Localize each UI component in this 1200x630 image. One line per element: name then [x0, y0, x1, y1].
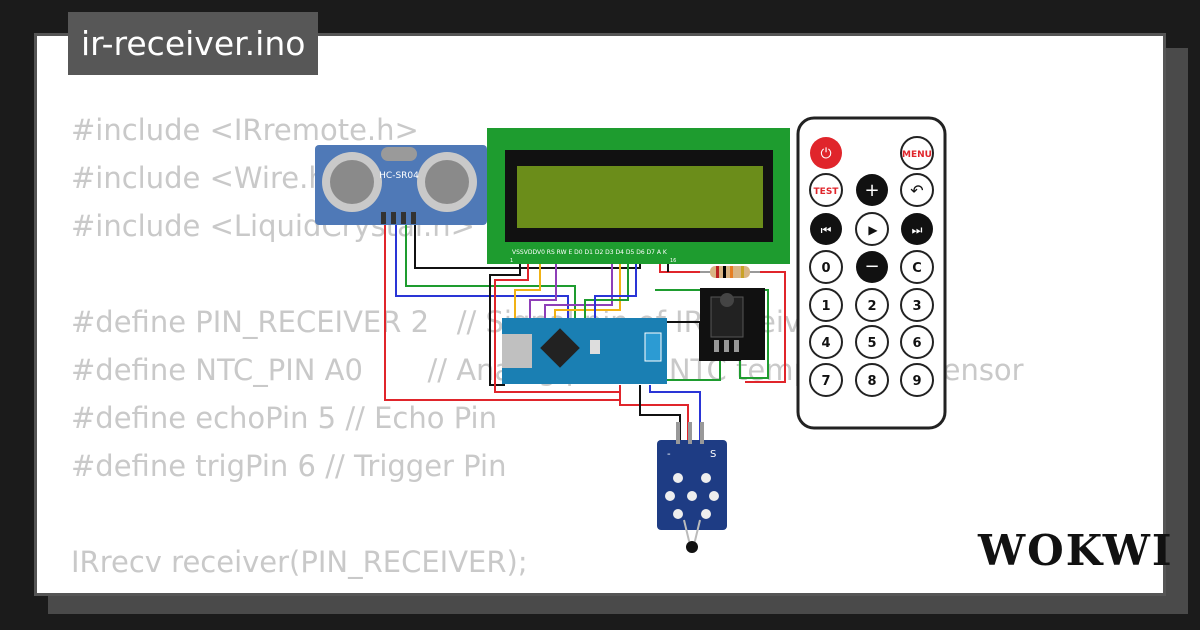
svg-text:C: C: [912, 261, 922, 276]
wire-lcd-d6: [584, 258, 629, 320]
ir-remote[interactable]: ⏻ MENU TEST + ↶ ⏮ ▶ ⏭ 0 − C 1 2 3 4 5 6 …: [796, 116, 947, 430]
sensor-label: HC-SR04: [379, 171, 419, 181]
c-button: [900, 250, 934, 284]
wire-trig: [395, 222, 569, 320]
back-icon: ↶: [910, 181, 923, 200]
wire-ntc-sig: [649, 385, 701, 440]
digit-7-button: [809, 363, 843, 397]
wire-lcd-e: [529, 258, 557, 320]
digit-3-button: [900, 288, 934, 322]
wire-lcd-vdd: [494, 258, 620, 393]
minus-icon: −: [864, 256, 879, 277]
svg-text:1: 1: [821, 299, 830, 314]
minus-button: [856, 251, 888, 283]
wire-resistor: [745, 271, 786, 383]
digit-6-button: [900, 325, 934, 359]
code-line: #include <IRremote.h>: [71, 113, 419, 147]
ultrasonic-sensor[interactable]: HC-SR04: [315, 145, 487, 225]
ntc-temperature-sensor[interactable]: - S: [657, 422, 727, 553]
next-button: [901, 213, 933, 245]
menu-label: MENU: [902, 150, 932, 160]
test-label: TEST: [814, 187, 840, 197]
digit-0-button: [809, 250, 843, 284]
play-icon: ▶: [868, 223, 878, 237]
resistor[interactable]: [700, 266, 760, 278]
forward-icon: ⏭: [912, 223, 923, 237]
arduino-nano[interactable]: [502, 318, 667, 384]
wokwi-logo: WOKWI: [978, 526, 1174, 575]
digit-4-button: [809, 325, 843, 359]
power-icon: ⏻: [820, 146, 831, 162]
back-button: [900, 173, 934, 207]
lcd-pin-labels: VSSVDDV0 RS RW E D0 D1 D2 D3 D4 D5 D6 D7…: [512, 249, 668, 256]
power-button: [810, 137, 842, 169]
svg-text:0: 0: [821, 261, 830, 276]
digit-1-button: [809, 288, 843, 322]
wire-lcd-d5: [554, 258, 621, 320]
play-button: [855, 212, 889, 246]
wire-ntc-gnd: [639, 385, 681, 440]
rewind-icon: ⏮: [821, 223, 832, 237]
svg-text:8: 8: [867, 374, 876, 389]
test-button: [809, 173, 843, 207]
ntc-pin-s: S: [710, 449, 716, 460]
plus-button: [856, 174, 888, 206]
project-title: ir-receiver.ino: [68, 12, 319, 75]
plus-icon: +: [864, 180, 879, 201]
svg-text:7: 7: [821, 374, 830, 389]
digit-9-button: [900, 363, 934, 397]
ntc-pin-minus: -: [667, 449, 671, 460]
svg-text:3: 3: [912, 299, 921, 314]
svg-text:4: 4: [821, 336, 830, 351]
wire-lcd-d4: [544, 258, 613, 320]
svg-text:5: 5: [867, 336, 876, 351]
lcd-pin-first: 1: [510, 258, 513, 264]
svg-text:2: 2: [867, 299, 876, 314]
lcd-pin-last: 16: [670, 258, 676, 264]
digit-2-button: [855, 288, 889, 322]
digit-5-button: [855, 325, 889, 359]
code-line: IRrecv receiver(PIN_RECEIVER);: [71, 545, 528, 579]
svg-text:6: 6: [912, 336, 921, 351]
ir-receiver-module[interactable]: [700, 288, 765, 360]
menu-button: [900, 136, 934, 170]
prev-button: [810, 213, 842, 245]
code-line: #define trigPin 6 // Trigger Pin: [71, 449, 507, 483]
code-line: #define echoPin 5 // Echo Pin: [71, 401, 497, 435]
svg-text:9: 9: [912, 374, 921, 389]
wire-lcd-d7: [594, 258, 637, 320]
wire-lcd-rs: [514, 258, 541, 320]
digit-8-button: [855, 363, 889, 397]
lcd-display[interactable]: VSSVDDV0 RS RW E D0 D1 D2 D3 D4 D5 D6 D7…: [487, 128, 790, 264]
